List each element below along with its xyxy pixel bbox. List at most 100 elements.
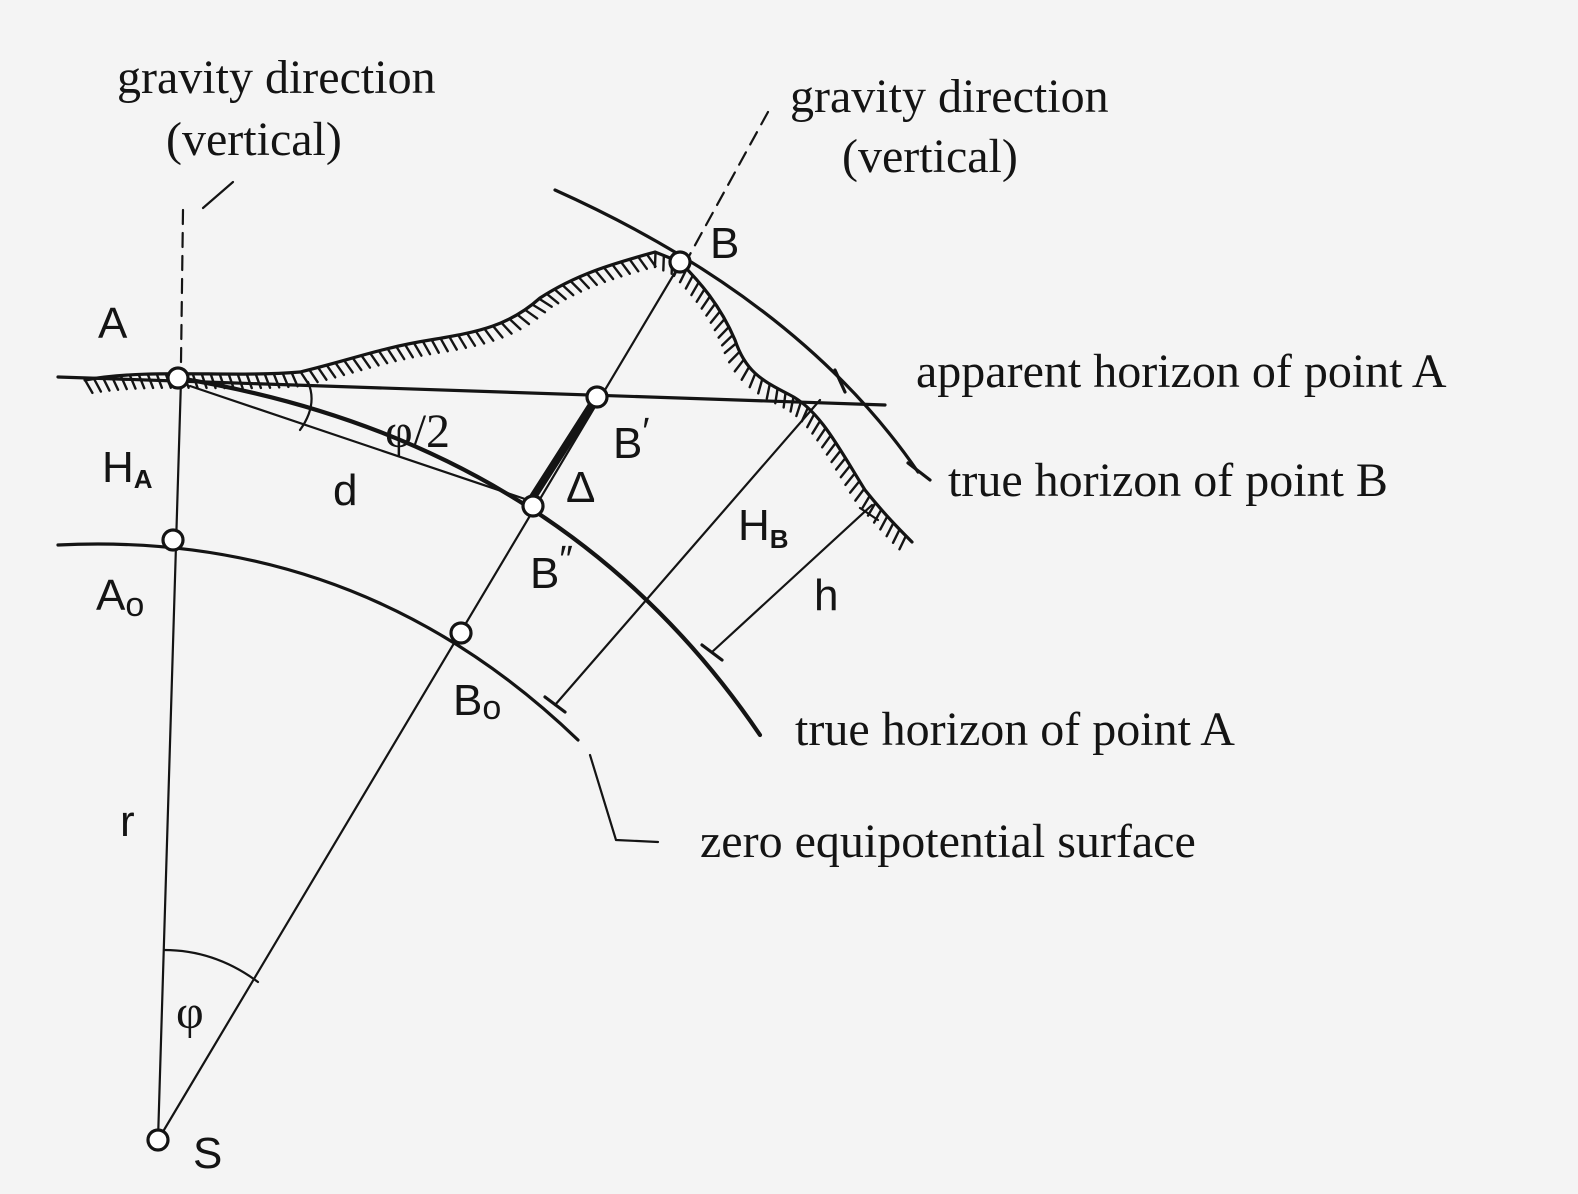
terrain-hatch-stroke — [531, 303, 547, 314]
phi-arc — [162, 948, 260, 984]
terrain-hatch-stroke — [508, 317, 522, 331]
double-prime-mark: ″ — [559, 539, 572, 581]
point-A0 — [161, 528, 185, 552]
terrain-hatch-stroke — [334, 361, 346, 377]
terrain-hatch-stroke — [816, 426, 827, 442]
terrain-hatch-stroke — [368, 351, 380, 367]
phi-half-label: φ/2 — [385, 405, 450, 458]
terrain-hatching — [83, 251, 908, 551]
point-B-prime-label: B′ — [613, 411, 649, 468]
chord-d — [188, 384, 530, 502]
terrain-hatch-stroke — [848, 479, 861, 494]
terrain-hatch-stroke — [538, 297, 553, 308]
prime-mark: ′ — [642, 411, 649, 453]
point-A — [166, 366, 190, 390]
gravity-direction-left-label: gravity direction — [117, 51, 436, 104]
terrain-hatch-stroke — [553, 288, 567, 301]
terrain-hatch-stroke — [342, 359, 354, 374]
delta-segment — [529, 396, 599, 501]
terrain-hatch-stroke — [395, 345, 406, 361]
terrain-hatch-stroke — [92, 377, 103, 393]
tick-mark — [906, 461, 932, 482]
terrain-hatch-stroke — [637, 255, 649, 271]
terrain-hatch-stroke — [834, 456, 847, 471]
terrain-hatch-stroke — [820, 434, 833, 449]
terrain-hatch-stroke — [227, 372, 235, 390]
terrain-hatch-stroke — [218, 372, 226, 390]
HA-label: HA — [102, 443, 153, 494]
terrain-hatch-stroke — [577, 276, 591, 290]
terrain-hatch-stroke — [110, 375, 120, 391]
point-B-double-prime — [521, 494, 545, 518]
gravity-direction-line-left — [179, 208, 185, 364]
gravity-leader-left — [201, 180, 235, 210]
point-B-prime — [585, 385, 609, 409]
apparent-horizon-A-label: apparent horizon of point A — [916, 345, 1447, 398]
terrain-hatch-stroke — [569, 279, 583, 293]
terrain-hatch-stroke — [412, 341, 423, 357]
point-B — [668, 250, 692, 274]
dimension-line-HB — [553, 398, 822, 707]
terrain-hatch-stroke — [879, 515, 889, 531]
terrain-hatch-stroke — [457, 333, 468, 350]
tick-mark — [858, 506, 880, 522]
point-B0 — [449, 621, 473, 645]
terrain-hatch-stroke — [439, 337, 449, 353]
terrain-hatch-stroke — [474, 329, 486, 345]
point-A-label: A — [98, 299, 128, 348]
terrain-hatch-stroke — [789, 395, 795, 413]
terrain-hatch-stroke — [782, 391, 787, 409]
terrain-hatch-stroke — [254, 372, 263, 390]
vertical-left-label: (vertical) — [166, 113, 342, 166]
terrain-hatch-stroke — [891, 528, 901, 544]
terrain-hatch-stroke — [695, 287, 706, 303]
terrain-hatch-stroke — [101, 376, 111, 392]
phi-label: φ — [176, 986, 204, 1039]
phi-half-arc — [298, 380, 313, 432]
HA-subscript: A — [134, 464, 153, 494]
terrain-hatch-stroke — [500, 321, 513, 335]
tick-mark — [543, 695, 567, 714]
terrain-hatch-stroke — [386, 347, 397, 363]
terrain-hatch-stroke — [709, 309, 722, 324]
terrain-hatch-stroke — [806, 412, 816, 429]
terrain-hatch-stroke — [774, 387, 779, 405]
terrain-hatch-stroke — [757, 377, 764, 395]
point-S — [146, 1128, 170, 1152]
terrain-hatch-stroke — [602, 266, 615, 281]
r-label: r — [120, 797, 135, 846]
terrain-hatch-stroke — [885, 521, 895, 538]
point-B-label: B — [710, 219, 739, 268]
terrain-hatch-stroke — [245, 372, 253, 390]
terrain-hatch-stroke — [448, 335, 459, 351]
terrain-hatch-stroke — [619, 260, 632, 275]
terrain-hatch-stroke — [236, 372, 244, 390]
terrain-hatch-stroke — [561, 283, 575, 297]
terrain-hatch-stroke — [483, 327, 495, 342]
HB-label: HB — [738, 501, 789, 554]
point-B0-label: Bo — [453, 676, 501, 727]
terrain-hatch-stroke — [723, 342, 738, 355]
zero-equipotential-surface — [56, 542, 580, 742]
terrain-hatch-stroke — [403, 343, 415, 359]
delta-label: Δ — [566, 463, 595, 512]
point-B-double-prime-label: B″ — [530, 539, 573, 598]
terrain-hatch-stroke — [662, 254, 666, 272]
B0-subscript: o — [482, 689, 501, 727]
terrain-hatch-stroke — [872, 508, 883, 524]
point-A0-label: Ao — [96, 571, 144, 624]
terrain-hatch-stroke — [155, 372, 164, 389]
true-horizon-A-label: true horizon of point A — [795, 703, 1235, 756]
true-horizon-A — [175, 375, 763, 738]
terrain-hatch-stroke — [83, 378, 94, 395]
terrain-hatch-stroke — [839, 464, 852, 479]
terrain-hatch-stroke — [717, 325, 731, 339]
terrain-hatch-stroke — [830, 449, 842, 464]
true-horizon-B — [553, 188, 920, 474]
terrain-hatch-stroke — [700, 295, 712, 310]
zero-equipotential-surface-label: zero equipotential surface — [700, 815, 1196, 868]
terrain-hatch-stroke — [128, 373, 137, 390]
terrain-hatch-stroke — [860, 494, 871, 510]
terrain-hatch-stroke — [209, 372, 217, 390]
